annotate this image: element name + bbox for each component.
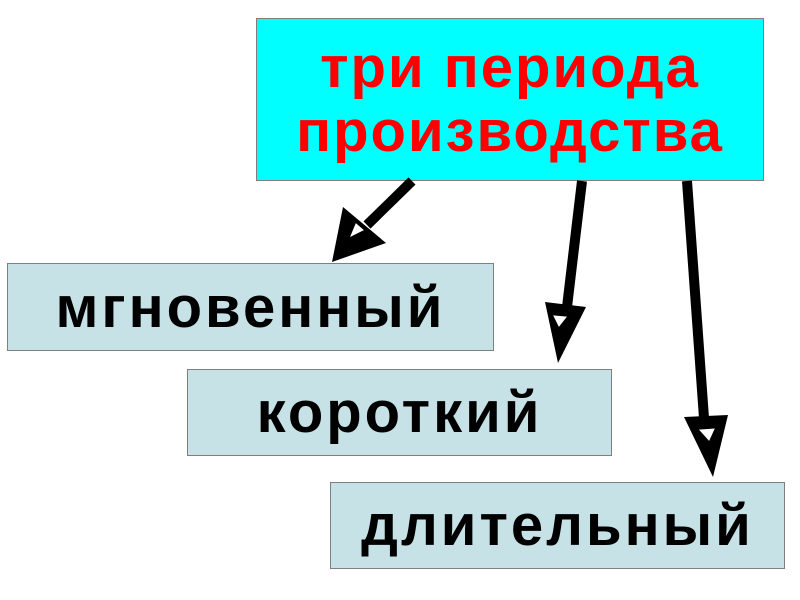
period-label-short: короткий xyxy=(256,380,543,445)
arrowhead-icon xyxy=(332,207,386,262)
title-box: три периода производства xyxy=(256,18,764,181)
arrowhead-icon xyxy=(545,302,586,363)
period-label-long: длительный xyxy=(361,493,754,558)
arrow-to-long xyxy=(682,180,728,477)
period-box-instant: мгновенный xyxy=(7,263,494,351)
arrow-to-instant xyxy=(332,177,416,262)
period-box-short: короткий xyxy=(187,369,612,456)
arrowhead-icon xyxy=(684,415,728,477)
arrow-to-short xyxy=(545,180,587,363)
period-label-instant: мгновенный xyxy=(55,274,446,340)
title-line-2: производства xyxy=(296,98,724,164)
period-box-long: длительный xyxy=(330,482,785,569)
title-line-1: три периода xyxy=(320,34,700,100)
